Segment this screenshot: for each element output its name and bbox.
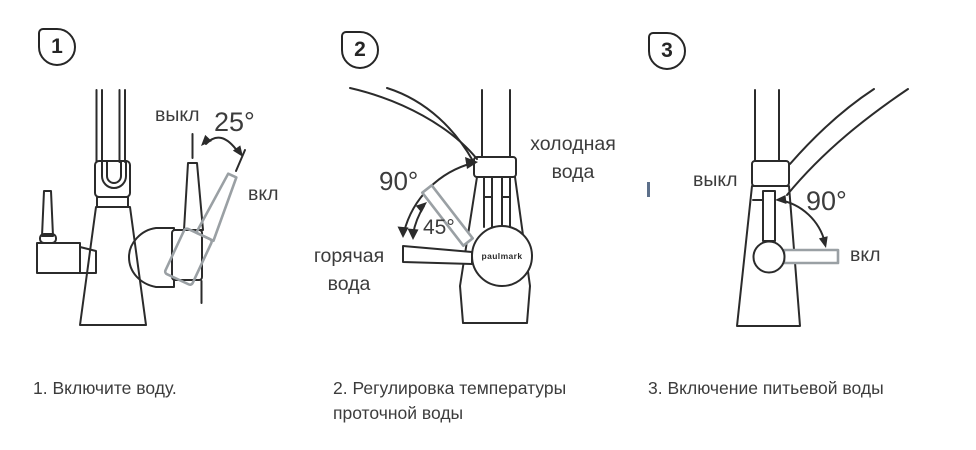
spout-curve-outer [789,88,875,165]
side-tick-mark [647,182,650,197]
cartridge-bulge [128,227,175,288]
angle-label-3: 90° [806,186,847,216]
arc90-arrowhead-top-icon [465,157,478,169]
spout-u-bend-outer [101,160,127,189]
lever-hot-horizontal [402,245,473,265]
valve-handle-on-gray [782,248,840,265]
arc-arrowhead-bottom-icon [818,236,828,248]
on-label-1: вкл [248,183,279,205]
on-position-tick [235,149,246,172]
caption-step-2: 2. Регулировка температуры проточной вод… [333,378,567,424]
on-label-3: вкл [850,244,881,266]
faucet-cone-body [736,185,801,327]
arc45-arrowhead-bottom-icon [407,228,419,240]
body-collar [96,196,129,208]
spout-curve-inner [786,88,909,196]
step-badge-2: 2 [341,31,379,69]
drinking-valve-block [36,242,81,274]
hot-water-label: горячая вода [313,245,385,296]
off-label-3: выкл [693,169,738,191]
arrowhead-left-icon [201,134,212,146]
off-label-1: выкл [155,104,200,126]
faucet-1-drawing [36,89,246,326]
neck-block [751,160,790,187]
caption-step-3: 3. Включение питьевой воды [648,378,884,398]
neck-block [473,156,517,178]
spout-riser-pipes [95,89,126,163]
drinking-valve-handle [41,190,54,237]
rotation-arc-25 [205,136,239,153]
faucet-2-drawing: paulmark [349,87,533,324]
spout-curve-inner [386,87,474,162]
angle-45-label: 45° [423,216,455,239]
valve-knob [752,240,786,274]
faucet-body [79,206,147,326]
arc45-arrowhead-top-icon [415,202,427,213]
arc90-arrowhead-bottom-icon [397,226,409,238]
caption-step-1: 1. Включите воду. [33,378,177,398]
drinking-spout-pipes [754,89,780,162]
spout-curve-outer [349,87,478,160]
valve-handle-off [762,190,776,242]
drinking-spout-pipes [481,89,511,158]
arrowhead-right-icon [232,145,243,157]
lever-45-gray [420,184,475,247]
faucet-3-drawing [736,88,909,327]
arc-arrowhead-top-icon [775,195,787,204]
step-badge-1: 1 [38,28,76,66]
neck-channels [483,176,511,231]
angle-label-1: 25° [214,107,255,137]
drinking-valve-connector [79,246,97,274]
lever-on-gray-handle [194,172,238,243]
brand-logo-text: paulmark [482,251,523,261]
lever-on-gray [163,172,238,286]
brand-logo-circle [471,225,533,287]
cold-water-label: холодная вода [530,133,616,184]
spout-u-bend-inner [106,160,122,184]
lever-off [183,162,204,231]
step-badge-3: 3 [648,32,686,70]
angle-90-label: 90° [379,166,419,196]
